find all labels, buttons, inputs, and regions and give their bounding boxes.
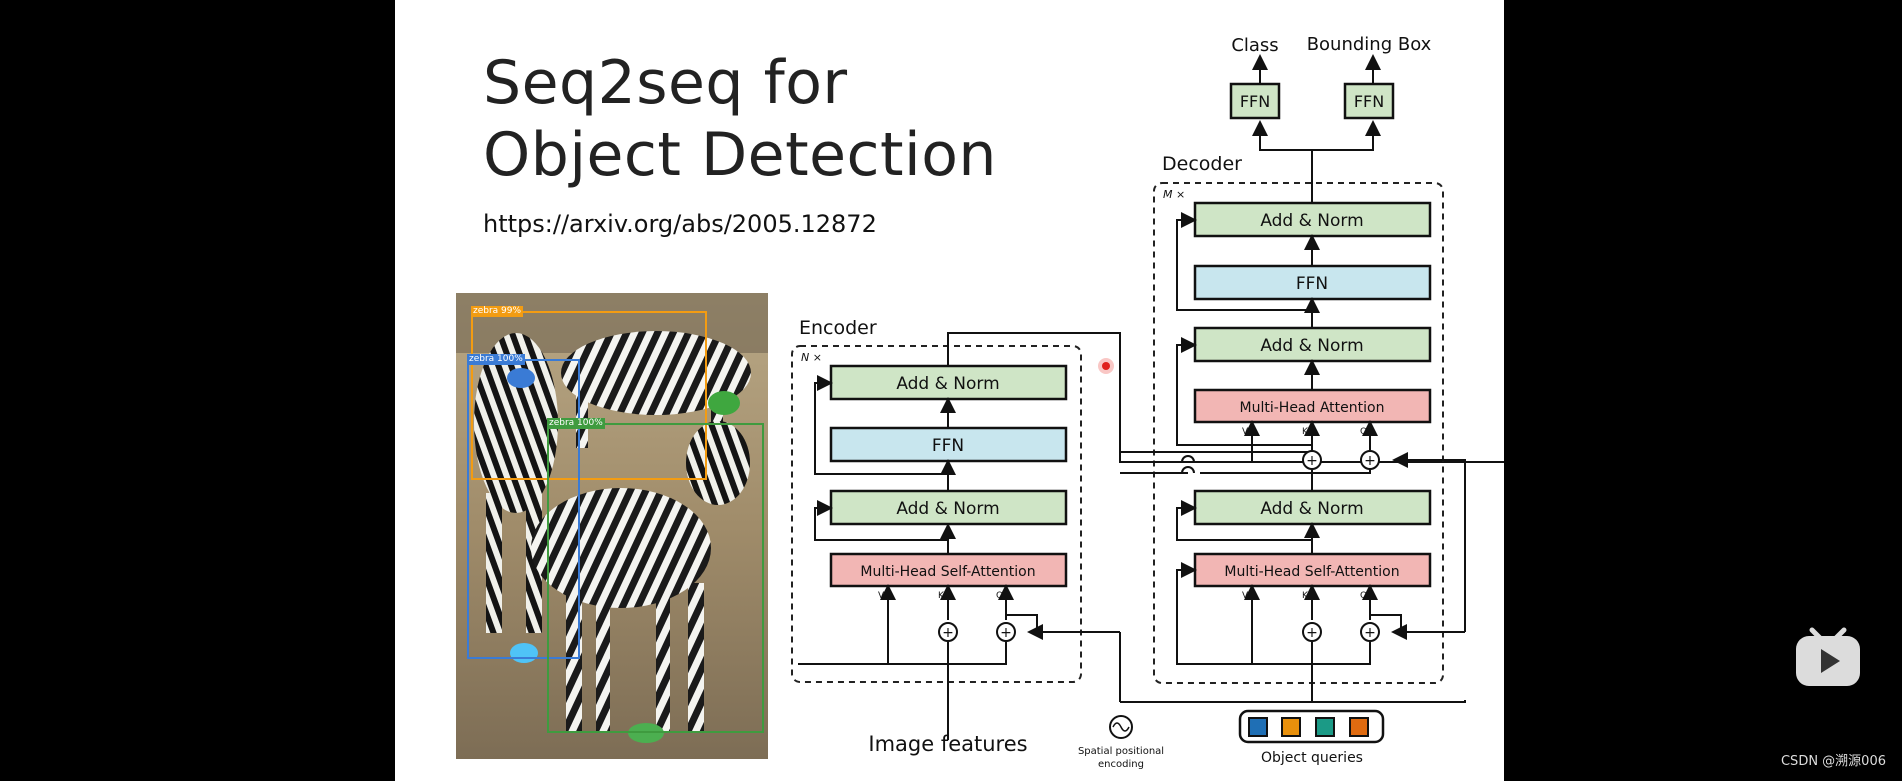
bbox-ffn-label: FFN — [1354, 92, 1384, 111]
object-queries-label: Object queries — [1261, 750, 1363, 766]
slide: Seq2seq for Object Detection https://arx… — [395, 0, 1504, 781]
svg-text:+: + — [1306, 625, 1318, 641]
decoder-self-k-label: K — [1302, 591, 1309, 601]
encoder-plus-q: + — [996, 622, 1016, 642]
decoder-self-plus-q: + — [1360, 622, 1380, 642]
svg-text:+: + — [1364, 625, 1376, 641]
zebra-illustration — [456, 293, 768, 759]
decoder-add-norm-top: Add & Norm — [1193, 201, 1432, 238]
decoder-dashed-box — [1153, 182, 1444, 684]
decoder-repeat: M × — [1163, 188, 1185, 201]
encoder-v-label: V — [878, 591, 885, 601]
svg-text:+: + — [1000, 625, 1012, 641]
class-output-label: Class — [1231, 35, 1278, 56]
svg-text:+: + — [1306, 453, 1318, 469]
class-ffn-head: FFN — [1229, 82, 1281, 120]
encoder-dashed-box — [791, 345, 1082, 683]
detr-architecture-diagram: Encoder N × Add & Norm FFN Add & Norm Mu… — [791, 34, 1504, 770]
decoder-cross-plus-q: + — [1360, 450, 1380, 470]
object-query-4 — [1349, 717, 1369, 737]
encoder-add-norm-bottom-label: Add & Norm — [896, 499, 999, 519]
decoder-self-attention: Multi-Head Self-Attention — [1193, 552, 1432, 588]
encoder-k-label: K — [938, 591, 945, 601]
decoder-cross-v-label: V — [1242, 427, 1249, 437]
bbox-ffn-head: FFN — [1343, 82, 1395, 120]
encoder-self-attention-label: Multi-Head Self-Attention — [860, 564, 1035, 580]
play-icon — [1821, 649, 1840, 673]
zebra-photo: zebra 99% zebra 100% zebra 100% — [456, 293, 768, 759]
encoder-add-norm-top-label: Add & Norm — [896, 374, 999, 394]
detection-box-zebra-3 — [547, 423, 764, 733]
spatial-encoding-icon — [1109, 715, 1133, 739]
slide-title-line1: Seq2seq for — [483, 48, 848, 118]
encoder-q-label: Q — [996, 591, 1003, 601]
encoder-title: Encoder — [799, 317, 877, 339]
decoder-cross-attention-label: Multi-Head Attention — [1240, 400, 1385, 416]
decoder-add-norm-bottom: Add & Norm — [1193, 489, 1432, 526]
decoder-self-attention-label: Multi-Head Self-Attention — [1224, 564, 1399, 580]
class-ffn-label: FFN — [1240, 92, 1270, 111]
encoder-add-norm-top: Add & Norm — [829, 364, 1068, 401]
object-query-1 — [1248, 717, 1268, 737]
encoder-ffn: FFN — [829, 426, 1068, 463]
decoder-cross-attention: Multi-Head Attention — [1193, 388, 1432, 424]
encoder-plus-k: + — [938, 622, 958, 642]
decoder-ffn-label: FFN — [1296, 274, 1328, 294]
decoder-add-norm-middle-label: Add & Norm — [1260, 336, 1363, 356]
play-button[interactable] — [1794, 624, 1862, 688]
paper-url: https://arxiv.org/abs/2005.12872 — [483, 210, 877, 238]
detection-label-zebra-2: zebra 100% — [467, 354, 525, 365]
image-features-label: Image features — [868, 732, 1027, 756]
slide-title-line2: Object Detection — [483, 120, 997, 190]
decoder-self-q-label: Q — [1360, 591, 1367, 601]
object-query-2 — [1281, 717, 1301, 737]
detection-label-zebra-3: zebra 100% — [547, 418, 605, 429]
decoder-cross-q-label: Q — [1360, 427, 1367, 437]
object-query-3 — [1315, 717, 1335, 737]
csdn-watermark: CSDN @溯源006 — [1780, 754, 1886, 769]
svg-text:+: + — [1364, 453, 1376, 469]
decoder-add-norm-top-label: Add & Norm — [1260, 211, 1363, 231]
spatial-encoding-label-line1: Spatial positional — [1078, 746, 1164, 757]
svg-text:+: + — [942, 625, 954, 641]
decoder-add-norm-middle: Add & Norm — [1193, 326, 1432, 363]
pointer-marker — [1098, 358, 1114, 374]
decoder-ffn: FFN — [1193, 264, 1432, 301]
bbox-output-label: Bounding Box — [1307, 34, 1432, 55]
decoder-cross-plus-k: + — [1302, 450, 1322, 470]
decoder-self-plus-k: + — [1302, 622, 1322, 642]
spatial-encoding-label-line2: encoding — [1098, 759, 1144, 770]
object-queries-box — [1238, 709, 1385, 744]
encoder-ffn-label: FFN — [932, 436, 964, 456]
encoder-self-attention: Multi-Head Self-Attention — [829, 552, 1068, 588]
decoder-title: Decoder — [1162, 153, 1242, 175]
decoder-self-v-label: V — [1242, 591, 1249, 601]
detection-label-zebra-1: zebra 99% — [471, 306, 524, 317]
decoder-add-norm-bottom-label: Add & Norm — [1260, 499, 1363, 519]
decoder-cross-k-label: K — [1302, 427, 1309, 437]
encoder-add-norm-bottom: Add & Norm — [829, 489, 1068, 526]
detection-box-zebra-1 — [471, 311, 707, 480]
encoder-repeat: N × — [801, 351, 822, 364]
